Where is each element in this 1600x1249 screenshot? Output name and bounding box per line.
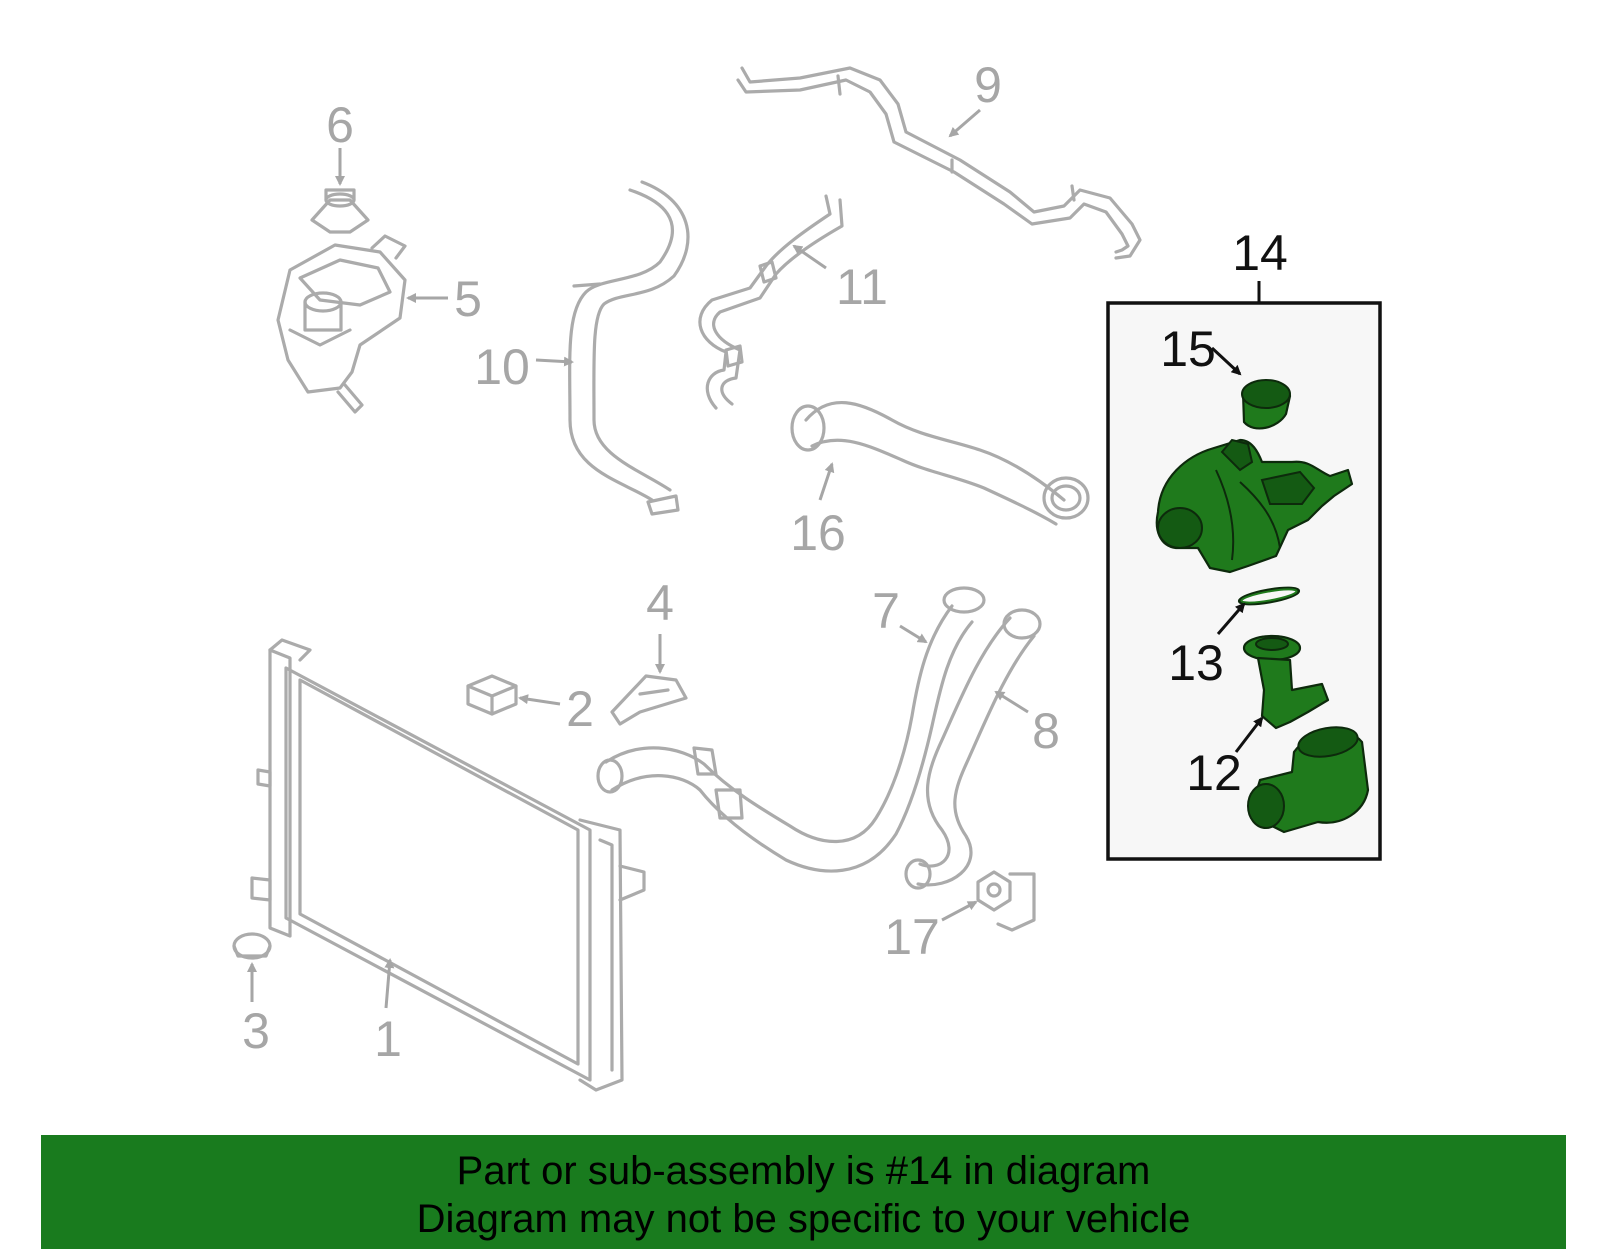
part-15-cap: [1241, 379, 1292, 430]
part-6-reservoir-cap: [310, 188, 370, 234]
part-12-outlet: [1247, 726, 1370, 834]
part-1-radiator: [250, 638, 646, 1092]
part-10-radiator-hose: [568, 180, 690, 516]
info-banner: Part or sub-assembly is #14 in diagram D…: [41, 1135, 1566, 1249]
label-17: 17: [884, 909, 940, 965]
part-9-coolant-pipe: [736, 66, 1142, 260]
label-1: 1: [374, 1011, 402, 1067]
thermostat-housing: [1155, 438, 1354, 574]
leader-lines-black: [1210, 346, 1264, 753]
thermostat: [1242, 634, 1330, 730]
label-8: 8: [1032, 703, 1060, 759]
banner-line-2: Diagram may not be specific to your vehi…: [416, 1197, 1191, 1241]
label-7: 7: [872, 583, 900, 639]
part-16-hose: [790, 400, 1090, 526]
part-5-coolant-reservoir: [276, 234, 407, 414]
label-5: 5: [454, 271, 482, 327]
banner-line-1: Part or sub-assembly is #14 in diagram: [456, 1149, 1151, 1193]
part-8-hose: [904, 608, 1042, 890]
label-12: 12: [1186, 745, 1242, 801]
label-11: 11: [836, 259, 888, 315]
part-4-bracket: [610, 674, 688, 726]
part-3-plug: [232, 932, 272, 960]
label-10: 10: [474, 339, 530, 395]
label-3: 3: [242, 1003, 270, 1059]
label-14: 14: [1232, 225, 1288, 281]
part-7-lower-hose: [596, 586, 986, 873]
part-11-bypass-pipe: [698, 194, 844, 410]
part-13-gasket: [1237, 586, 1301, 606]
label-4: 4: [646, 575, 674, 631]
label-13: 13: [1168, 635, 1224, 691]
label-16: 16: [790, 505, 846, 561]
label-6: 6: [326, 97, 354, 153]
part-17-sensor: [976, 870, 1036, 932]
label-2: 2: [566, 681, 594, 737]
label-15: 15: [1160, 321, 1216, 377]
leader-lines-gray: [247, 108, 1029, 1009]
label-9: 9: [974, 57, 1002, 113]
part-2-bracket: [466, 674, 518, 716]
